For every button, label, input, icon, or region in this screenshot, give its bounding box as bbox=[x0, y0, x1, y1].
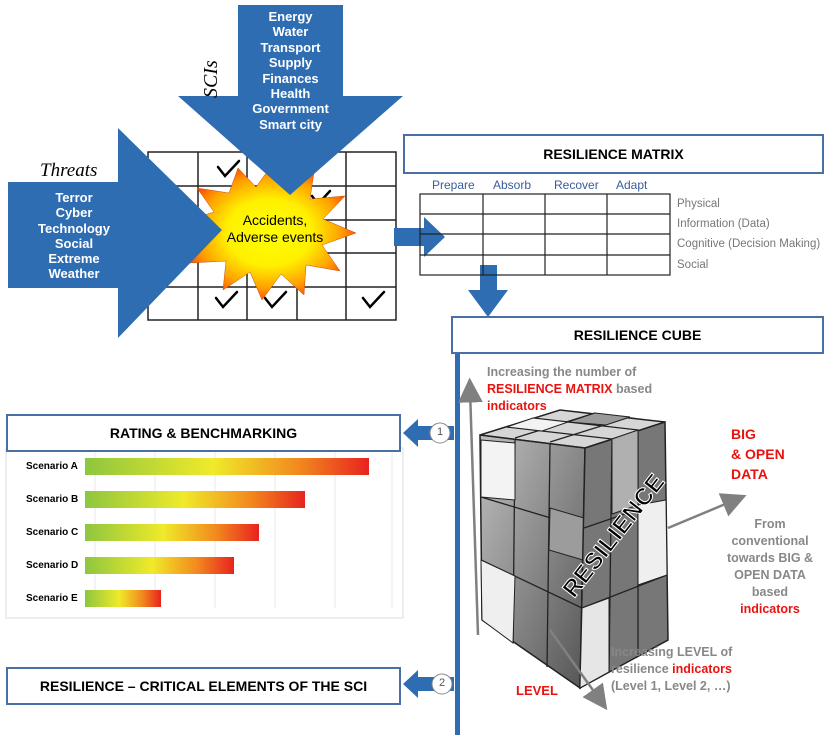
matrix-row-cognitive: Cognitive (Decision Making) bbox=[677, 238, 821, 250]
check-icon bbox=[263, 290, 288, 309]
sci-item: Transport bbox=[260, 39, 321, 55]
threat-item: Cyber bbox=[55, 205, 93, 221]
accidents-star bbox=[182, 164, 357, 301]
scenario-label: Scenario E bbox=[26, 593, 78, 604]
up-axis-red2: indicators bbox=[487, 399, 547, 413]
matrix-col-recover: Recover bbox=[554, 178, 599, 192]
big-data-line: DATA bbox=[731, 466, 768, 482]
resilience-matrix-title: RESILIENCE MATRIX bbox=[403, 134, 824, 174]
big-data-line: BIG bbox=[731, 426, 756, 442]
matrix-row-physical: Physical bbox=[677, 198, 720, 210]
sci-item: Finances bbox=[262, 70, 319, 86]
scenario-label: Scenario C bbox=[26, 527, 79, 538]
right-axis-arrow bbox=[667, 493, 747, 530]
badge-1-circle bbox=[429, 422, 451, 444]
right-axis-desc-line: based bbox=[751, 585, 789, 599]
big-open-data-label: BIG & OPEN DATA bbox=[731, 424, 785, 484]
matrix-grid bbox=[419, 193, 671, 276]
scenario-bar bbox=[85, 458, 369, 475]
down-axis-line3: (Level 1, Level 2, …) bbox=[611, 679, 731, 693]
right-axis-desc-line: conventional bbox=[731, 534, 809, 548]
up-axis-red: RESILIENCE MATRIX bbox=[487, 382, 613, 396]
scenario-bar bbox=[85, 491, 305, 508]
scenario-bar bbox=[85, 590, 161, 607]
right-axis-desc: From conventional towards BIG & OPEN DATA ba… bbox=[720, 516, 820, 618]
right-axis-red2: indicators bbox=[740, 602, 800, 616]
scenario-label: Scenario A bbox=[26, 461, 78, 472]
cube-axis-line bbox=[455, 353, 460, 735]
matrix-col-absorb: Absorb bbox=[493, 178, 532, 192]
sci-item: Water bbox=[272, 24, 309, 40]
accidents-label: Accidents, Adverse events bbox=[205, 212, 345, 246]
threat-item: Social bbox=[54, 235, 94, 251]
up-axis-tail: based bbox=[612, 382, 653, 396]
critical-elements-title: RESILIENCE – CRITICAL ELEMENTS OF THE SC… bbox=[6, 667, 401, 705]
badge-2: 2 bbox=[438, 677, 446, 689]
matrix-down-arrow bbox=[468, 265, 508, 317]
check-icon bbox=[216, 159, 241, 178]
threat-item: Terror bbox=[55, 190, 93, 205]
sci-item: Supply bbox=[268, 55, 313, 71]
scenario-bar bbox=[85, 557, 234, 574]
up-axis-line1: Increasing the number of bbox=[487, 365, 637, 379]
accidents-line2: Adverse events bbox=[226, 229, 324, 245]
threats-arrow bbox=[8, 128, 222, 338]
matrix-row-social: Social bbox=[677, 259, 709, 271]
down-axis-line2-red: indicators bbox=[672, 662, 732, 676]
right-axis-desc-line: towards BIG & bbox=[726, 551, 814, 565]
matrix-row-information: Information (Data) bbox=[677, 218, 770, 230]
accidents-line1: Accidents, bbox=[242, 212, 308, 228]
sci-item: Health bbox=[270, 86, 311, 102]
matrix-col-prepare: Prepare bbox=[432, 178, 475, 192]
resilience-cube bbox=[479, 409, 669, 690]
scenario-label: Scenario D bbox=[26, 560, 79, 571]
sci-title: SCIs bbox=[200, 60, 222, 98]
right-axis-desc-line: OPEN DATA bbox=[734, 568, 806, 582]
resilience-cube-title: RESILIENCE CUBE bbox=[451, 316, 824, 354]
down-axis-line2-pre: resilience bbox=[611, 662, 673, 676]
sci-arrow bbox=[178, 5, 403, 195]
sci-item: Energy bbox=[268, 9, 313, 24]
down-axis-label: Increasing LEVEL of resilience indicator… bbox=[611, 644, 732, 695]
level-label: LEVEL bbox=[516, 683, 558, 698]
check-icon bbox=[214, 290, 239, 309]
check-icon bbox=[361, 290, 386, 309]
down-axis-line1: Increasing LEVEL of bbox=[611, 645, 733, 659]
scenario-bar bbox=[85, 524, 259, 541]
down-axis-arrow bbox=[548, 629, 608, 711]
sci-item: Government bbox=[252, 101, 329, 117]
right-axis-desc-line: From bbox=[754, 517, 786, 531]
matrix-col-adapt: Adapt bbox=[616, 178, 648, 192]
threat-item: Technology bbox=[38, 220, 110, 236]
scenario-label: Scenario B bbox=[26, 494, 79, 505]
rating-title: RATING & BENCHMARKING bbox=[6, 414, 401, 452]
big-data-line: & OPEN bbox=[731, 446, 785, 462]
threats-title: Threats bbox=[40, 160, 98, 181]
threat-item: Weather bbox=[48, 266, 100, 282]
up-axis-label: Increasing the number of RESILIENCE MATR… bbox=[487, 364, 652, 415]
badge-2-circle bbox=[431, 673, 453, 695]
threat-item: Extreme bbox=[48, 251, 100, 267]
sci-item: Smart city bbox=[259, 116, 322, 132]
badge-1: 1 bbox=[436, 426, 444, 438]
up-axis-arrow bbox=[457, 377, 483, 636]
